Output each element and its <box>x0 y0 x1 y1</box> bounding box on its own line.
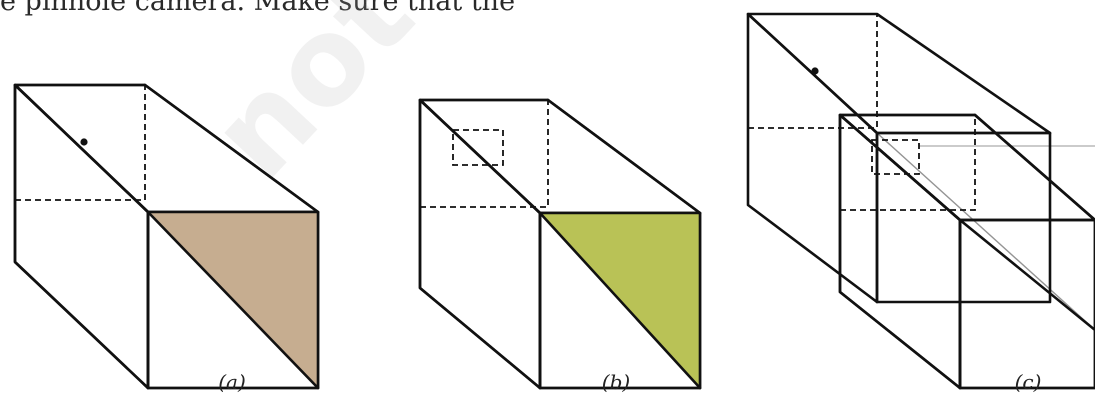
header-text: e pinhole camera. Make sure that the <box>0 0 516 17</box>
box-b-top-face <box>418 98 702 215</box>
box-b-hidden-edges <box>420 100 549 208</box>
tracing-paper-screen <box>871 139 920 175</box>
box-c-outer-side-face <box>746 12 879 304</box>
tracing-paper-screen <box>452 129 504 166</box>
box-a-hidden-edges <box>15 85 146 201</box>
box-c-inner-side-face <box>838 113 962 390</box>
caption-a: (a) <box>218 370 246 394</box>
pinhole <box>811 67 819 75</box>
box-c-outer-front-face <box>875 131 1052 304</box>
box-a-front-diagonal <box>146 210 320 390</box>
box-a-top-face <box>13 83 320 214</box>
caption-c: (c) <box>1014 370 1042 394</box>
box-c-inner-front-face <box>958 218 1095 390</box>
box-b-front-diagonal <box>538 211 702 390</box>
figure-a-outer-box <box>13 83 320 390</box>
figure-b-inner-box <box>418 98 702 390</box>
caption-b: (b) <box>601 370 631 394</box>
pinhole <box>80 138 88 146</box>
box-b-side-face <box>418 98 542 390</box>
box-a-side-face <box>13 83 150 390</box>
figure-c-combined <box>746 12 1095 390</box>
